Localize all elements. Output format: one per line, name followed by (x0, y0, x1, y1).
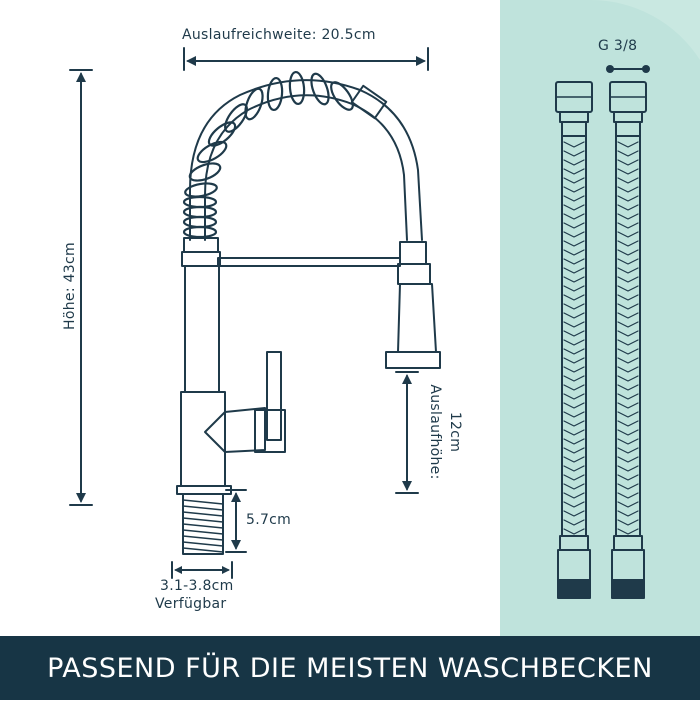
thread-indicator-dots (606, 65, 650, 73)
footer-banner: PASSEND FÜR DIE MEISTEN WASCHBECKEN (0, 636, 700, 700)
spout-height-label-1: Auslaufhöhe: (427, 384, 443, 480)
thread-length-label: 5.7cm (246, 512, 292, 528)
height-label: Höhe: 43cm (62, 242, 78, 330)
spring-coil (182, 70, 354, 239)
hose-thread-label: G 3/8 (598, 38, 638, 54)
spout-height-label-2: 12cm (447, 411, 463, 453)
dimension-arrows (76, 56, 426, 574)
hose-braid (563, 141, 639, 535)
faucet (176, 70, 441, 555)
hose-panel (500, 0, 700, 636)
mount-range-label: 3.1-3.8cm (160, 578, 234, 594)
spout-reach-label: Auslaufreichweite: 20.5cm (182, 27, 376, 43)
panel-decor (590, 0, 700, 60)
footer-title: PASSEND FÜR DIE MEISTEN WASCHBECKEN (47, 652, 653, 684)
hose-left (555, 81, 593, 599)
hose-right (609, 81, 647, 599)
dimension-lines (69, 47, 429, 579)
thread-lines (182, 499, 224, 553)
mount-note-label: Verfügbar (155, 596, 227, 612)
